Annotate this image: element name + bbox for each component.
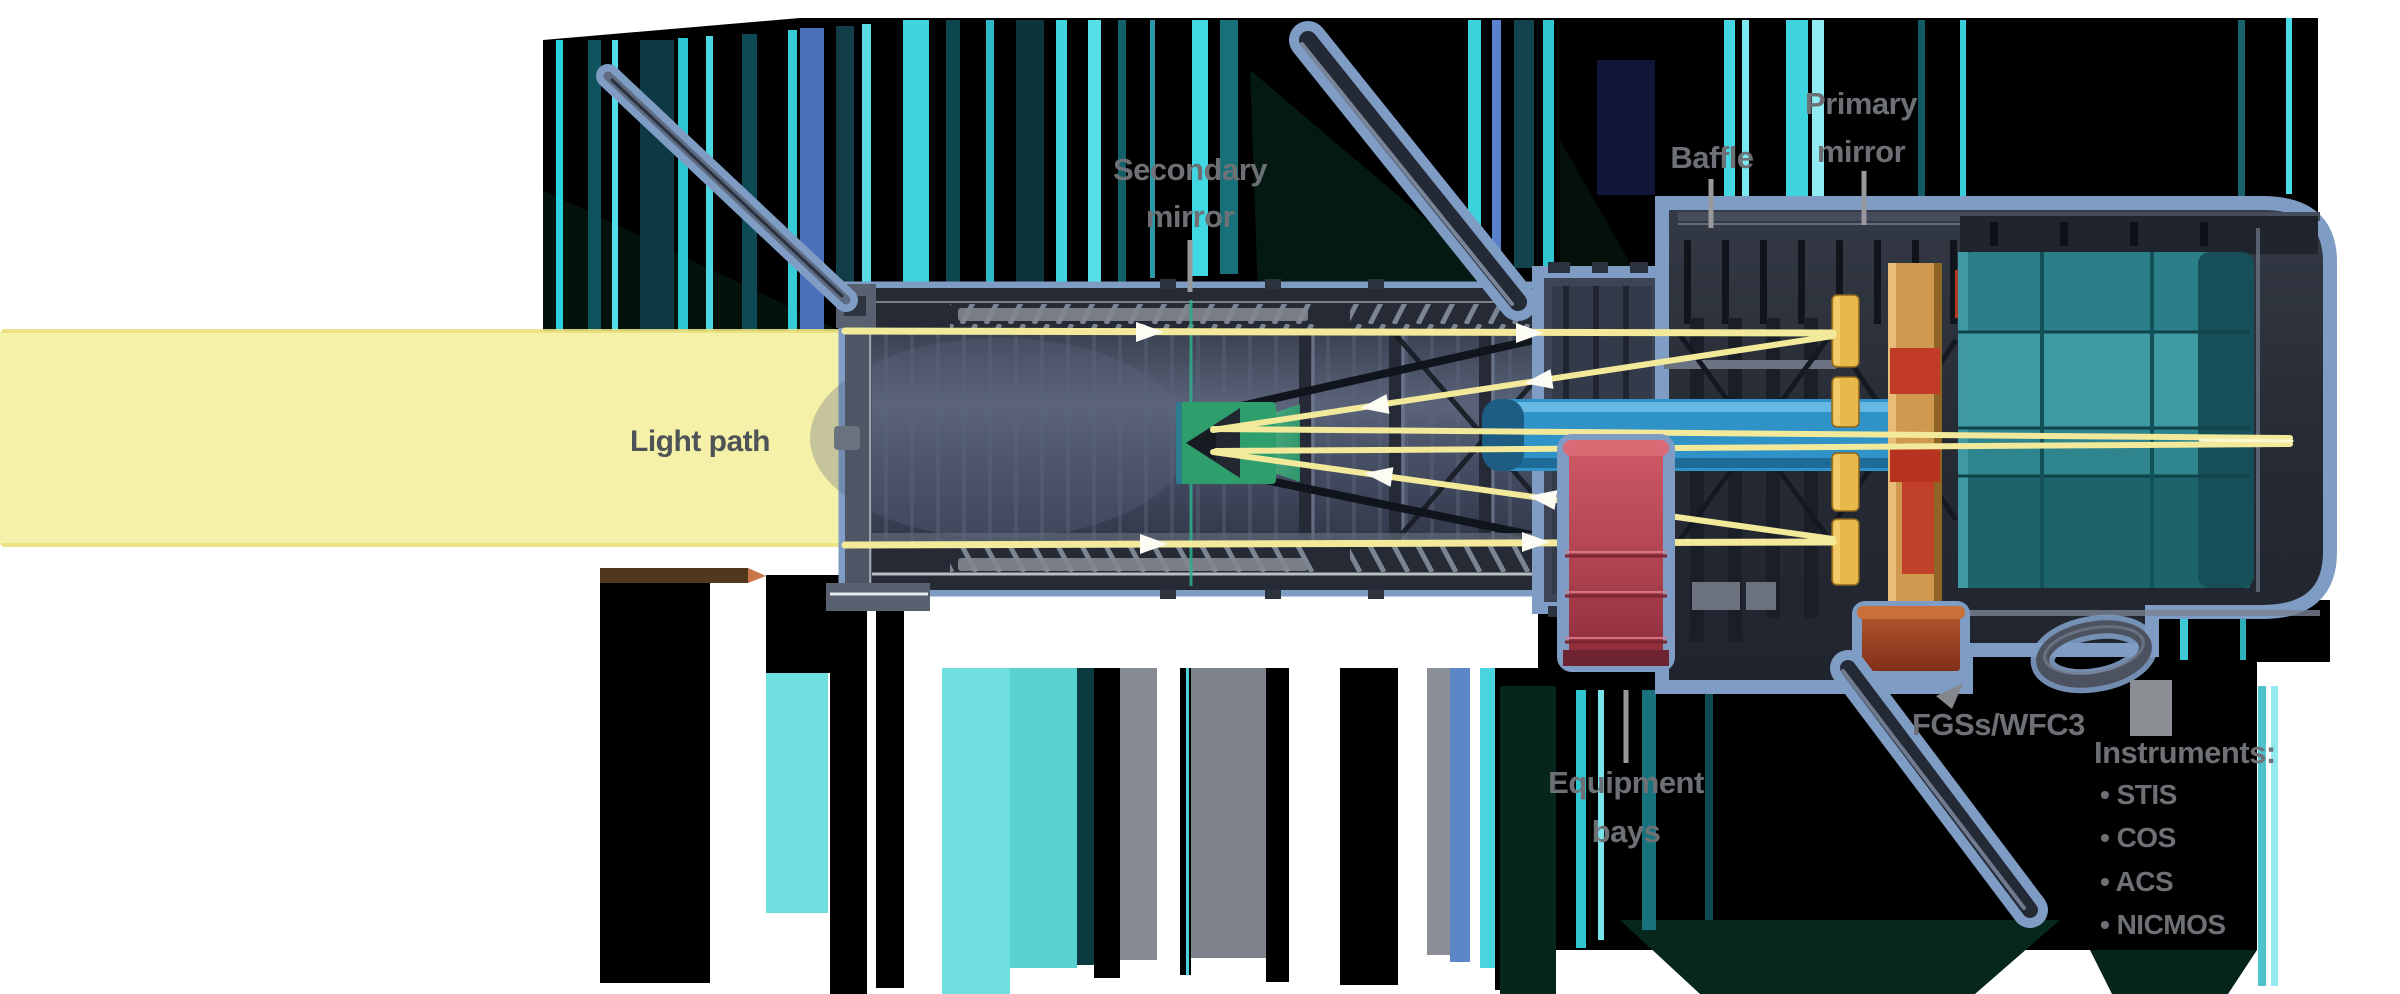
label-instrument-nicmos: • NICMOS [2100,909,2226,940]
light-beam [0,329,845,547]
tube-fittings [1160,279,1384,599]
label-baffle: Baffle [1670,140,1753,175]
label-light-path: Light path [630,425,770,458]
fgs-arrow-icon [1936,683,1963,709]
leader-lines [1187,171,1867,763]
door-hinge-bottom [826,583,930,611]
grapple-handle [2030,614,2158,694]
bottom-right-stripes [1576,612,2278,986]
label-primary-mirror-line1: Primary [1805,86,1918,121]
aperture-door-edge [600,568,766,583]
antenna-boom-upper-left [596,64,858,312]
mirror-support-cell [1888,263,1985,623]
bottom-stripes [600,575,1540,994]
primary-mirror-highlight [1834,297,1840,583]
secondary-support-rods [1231,330,1576,548]
antenna-boom-lower-right [1830,650,2048,928]
label-instruments-heading: Instruments: [2094,735,2276,770]
label-instrument-acs: • ACS [2100,866,2173,897]
secondary-mirror [1176,402,1300,484]
label-secondary-mirror-line2: mirror [1146,199,1235,234]
label-fgs-wfc3: FGSs/WFC3 [1912,707,2085,742]
light-rays [841,322,2294,554]
background-artifacts [543,18,2330,994]
fgs-wfc3-unit [1852,601,1970,681]
top-stripes [556,18,2292,332]
label-equipment-bays-line2: bays [1592,814,1661,849]
label-primary-mirror-line2: mirror [1817,134,1906,169]
label-secondary-mirror-line1: Secondary [1113,152,1268,187]
light-beam-band [0,331,845,545]
leader-instruments-bar [2130,680,2172,736]
label-equipment-bays-line1: Equipment [1548,765,1704,800]
science-instruments-module [1958,252,2254,588]
label-instrument-stis: • STIS [2100,779,2177,810]
labels: Light path Secondary mirror Baffle Prima… [630,86,2276,940]
equipment-bay-box [1557,434,1675,672]
front-latch-knob [834,426,860,450]
support-strut-top [1289,21,1537,321]
label-instrument-cos: • COS [2100,822,2176,853]
